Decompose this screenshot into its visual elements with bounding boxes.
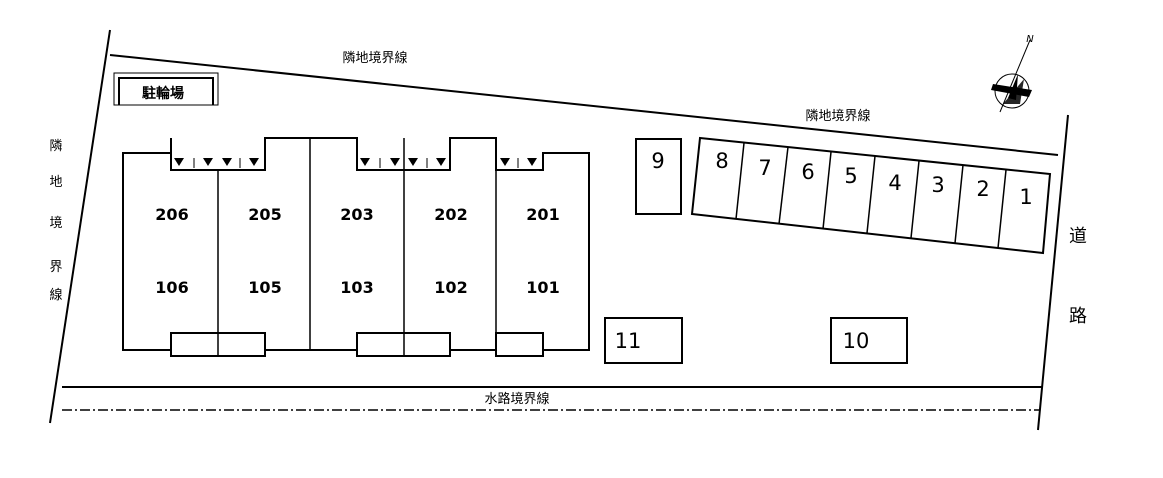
parking-space-9 <box>635 138 682 215</box>
parking-space-11-label: 11 <box>615 329 642 353</box>
parking-space-9-label: 9 <box>651 149 664 173</box>
right-boundary-line <box>1037 114 1069 431</box>
parking-space-5-label: 5 <box>844 164 857 188</box>
top-boundary-label: 隣地境界線 <box>342 50 407 66</box>
parking-space-10 <box>830 317 908 364</box>
road-label-char-1: 道 <box>1069 226 1087 247</box>
left-boundary-char-4: 界 <box>49 260 62 275</box>
left-boundary-char-5: 線 <box>49 287 62 303</box>
parking-space-10-label: 10 <box>843 329 870 353</box>
unit-102: 102 <box>434 278 467 297</box>
unit-101: 101 <box>526 278 559 297</box>
entry-markers <box>174 158 537 168</box>
parking-space-8-label: 8 <box>715 149 728 173</box>
unit-206: 206 <box>155 205 188 224</box>
left-boundary-line <box>49 29 111 424</box>
unit-202: 202 <box>434 205 467 224</box>
north-arrow-icon: N <box>991 34 1034 113</box>
parking-space-4-label: 4 <box>888 171 901 195</box>
upper-right-boundary-label: 隣地境界線 <box>805 108 870 124</box>
building-outline <box>122 137 590 357</box>
unit-103: 103 <box>340 278 373 297</box>
bicycle-parking-inner-frame <box>118 77 214 105</box>
unit-203: 203 <box>340 205 373 224</box>
unit-205: 205 <box>248 205 281 224</box>
parking-space-2-label: 2 <box>976 177 989 201</box>
parking-space-1-label: 1 <box>1019 185 1032 209</box>
balcony-box-2 <box>356 332 451 357</box>
balcony-box-1 <box>170 332 266 357</box>
north-label: N <box>1026 34 1034 45</box>
unit-105: 105 <box>248 278 281 297</box>
parking-row-dividers <box>735 142 1007 249</box>
unit-201: 201 <box>526 205 559 224</box>
bicycle-parking-box <box>113 72 219 106</box>
top-boundary-line <box>109 54 1059 156</box>
water-boundary-label: 水路境界線 <box>484 391 549 407</box>
left-boundary-char-1: 隣 <box>49 138 62 154</box>
left-boundary-char-3: 境 <box>49 216 62 231</box>
parking-space-7-label: 7 <box>758 156 771 180</box>
parking-space-3-label: 3 <box>931 173 944 197</box>
unit-106: 106 <box>155 278 188 297</box>
parking-space-11 <box>604 317 683 364</box>
left-boundary-char-2: 地 <box>49 175 62 190</box>
balcony-box-3 <box>495 332 544 357</box>
bicycle-parking-label: 駐輪場 <box>142 85 184 102</box>
parking-row <box>690 136 1052 255</box>
road-label-char-2: 路 <box>1069 306 1087 327</box>
parking-space-6-label: 6 <box>801 160 814 184</box>
